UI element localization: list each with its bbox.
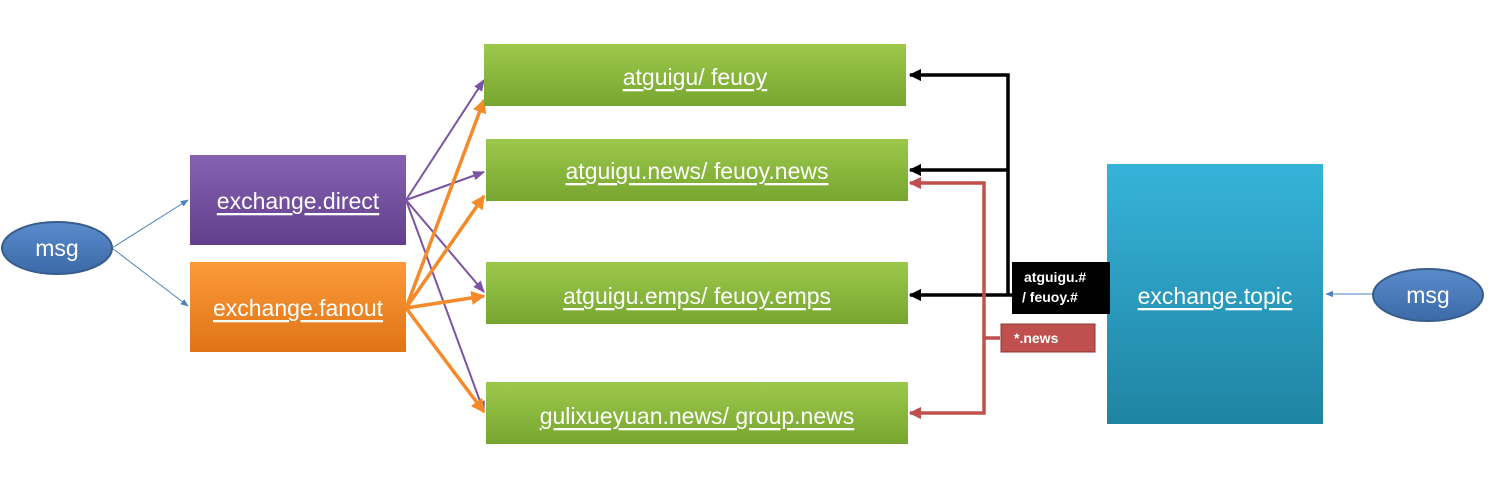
binding-news-text: *.news bbox=[1014, 330, 1059, 346]
binding-hash-line1: atguigu.# bbox=[1024, 269, 1086, 285]
exchange-fanout-label: exchange.fanout bbox=[213, 295, 384, 321]
exchange-topic-node: exchange.topic bbox=[1107, 164, 1323, 424]
arrow-msg-to-fanout bbox=[111, 247, 189, 307]
arrow-direct-to-q2 bbox=[405, 171, 486, 201]
binding-hash-line2: / feuoy.# bbox=[1022, 289, 1078, 305]
exchange-direct-node: exchange.direct bbox=[190, 155, 406, 245]
exchange-direct-label: exchange.direct bbox=[217, 188, 380, 214]
queue-label-1: atguigu/ feuoy bbox=[623, 64, 768, 90]
arrow-direct-to-q3 bbox=[405, 199, 485, 293]
arrow-topic-to-q1 bbox=[908, 68, 1010, 295]
queue-node-4: gulixueyuan.news/ group.news bbox=[486, 382, 908, 444]
topic-hash-routes bbox=[908, 68, 1012, 302]
arrow-direct-to-q4 bbox=[405, 199, 485, 414]
direct-routes bbox=[405, 78, 486, 414]
queue-label-3: atguigu.emps/ feuoy.emps bbox=[563, 283, 831, 309]
msg-right-label: msg bbox=[1406, 282, 1449, 308]
binding-news-label: *.news bbox=[1000, 323, 1096, 353]
msg-right-node: msg bbox=[1372, 268, 1484, 322]
arrow-fanout-to-q1 bbox=[404, 98, 487, 309]
arrow-news-to-q4 bbox=[908, 336, 1000, 420]
queue-node-1: atguigu/ feuoy bbox=[484, 44, 906, 106]
arrow-fanout-to-q4 bbox=[404, 306, 486, 414]
exchange-topic-label: exchange.topic bbox=[1138, 283, 1293, 309]
topic-news-routes bbox=[908, 176, 1000, 420]
arrow-fanout-to-q2 bbox=[404, 194, 486, 310]
arrow-msg-to-direct bbox=[111, 199, 189, 249]
queue-label-2: atguigu.news/ feuoy.news bbox=[566, 158, 829, 184]
exchange-fanout-node: exchange.fanout bbox=[190, 262, 406, 352]
arrow-fanout-to-q3 bbox=[405, 290, 486, 310]
binding-hash-label: atguigu.# / feuoy.# bbox=[1012, 262, 1110, 314]
fanout-routes bbox=[404, 98, 487, 414]
queue-node-2: atguigu.news/ feuoy.news bbox=[486, 139, 908, 201]
arrow-direct-to-q1 bbox=[405, 78, 485, 201]
arrow-news-to-q2 bbox=[908, 176, 986, 338]
queue-label-4: gulixueyuan.news/ group.news bbox=[540, 403, 855, 429]
msg-left-node: msg bbox=[1, 221, 113, 275]
queue-node-3: atguigu.emps/ feuoy.emps bbox=[486, 262, 908, 324]
msg-left-label: msg bbox=[35, 235, 78, 261]
